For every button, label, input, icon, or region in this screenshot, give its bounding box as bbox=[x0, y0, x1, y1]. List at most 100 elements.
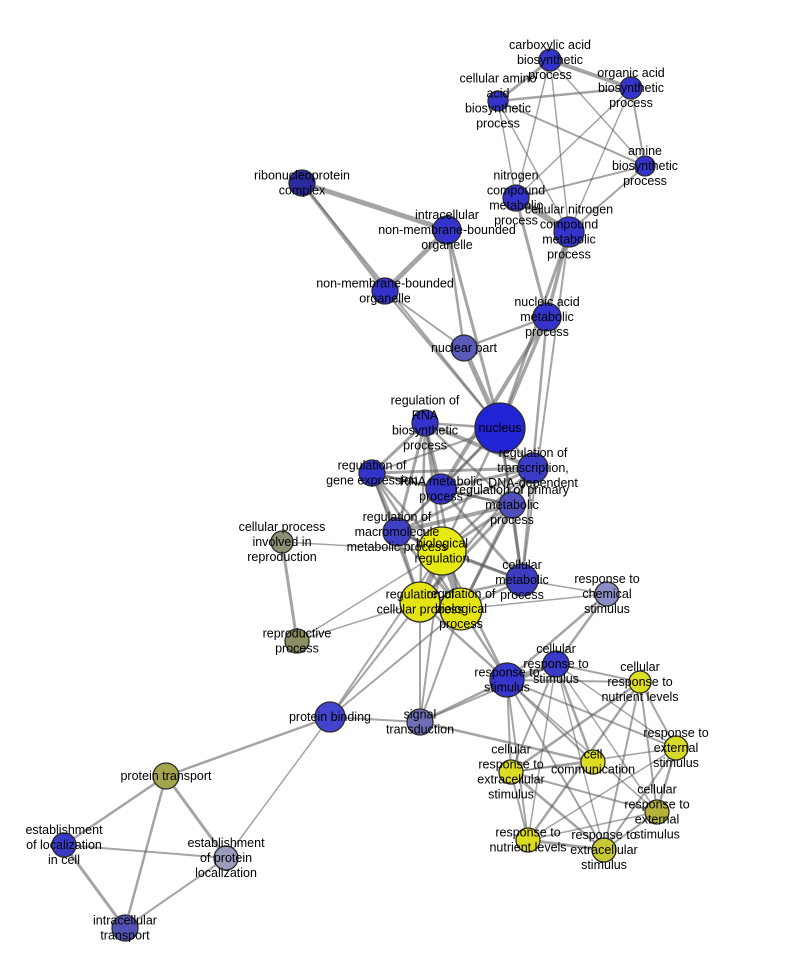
edge-pt--epl bbox=[164, 774, 228, 860]
node-np[interactable] bbox=[450, 334, 478, 362]
node-nam[interactable] bbox=[532, 302, 562, 332]
node-inmbo[interactable] bbox=[432, 215, 462, 245]
edge-oab--ncm bbox=[515, 87, 632, 199]
node-elc[interactable] bbox=[51, 832, 77, 858]
node-cab[interactable] bbox=[538, 48, 562, 72]
edge-crnl--cres_ex bbox=[639, 681, 658, 813]
edge-rnp--nuc bbox=[301, 182, 501, 429]
edge-crnl--cres_ec bbox=[509, 680, 642, 774]
edge-cpir--br bbox=[281, 541, 443, 552]
node-rmm[interactable] bbox=[382, 517, 412, 547]
node-it[interactable] bbox=[111, 914, 139, 942]
node-nuc[interactable] bbox=[474, 402, 526, 454]
edge-cres_ec--cres_ex bbox=[510, 771, 658, 813]
edge-elc--epl bbox=[63, 844, 227, 859]
edge-ncm--nam bbox=[514, 196, 549, 319]
node-rpm[interactable] bbox=[498, 491, 526, 519]
edge-rp--rcp bbox=[296, 601, 421, 642]
edge-nam--cm bbox=[520, 315, 549, 582]
edge-rp--br bbox=[296, 550, 443, 642]
edge-crs--crnl bbox=[555, 663, 641, 683]
node-rcp[interactable] bbox=[399, 581, 441, 623]
edge-caab--ab bbox=[497, 100, 646, 167]
edge-cncm--nuc bbox=[498, 230, 571, 430]
node-rm[interactable] bbox=[425, 473, 457, 505]
edge-cab--oab bbox=[548, 58, 633, 90]
node-cres_ex[interactable] bbox=[644, 799, 670, 825]
edge-rbp--pb bbox=[329, 608, 462, 718]
edge-cab--cncm bbox=[549, 59, 570, 233]
edge-ab--cncm bbox=[568, 165, 646, 233]
node-ab[interactable] bbox=[634, 155, 656, 177]
node-caab[interactable] bbox=[487, 90, 509, 112]
edge-rnl--cres_ex bbox=[527, 811, 658, 841]
node-rrb[interactable] bbox=[411, 409, 439, 437]
node-rnp[interactable] bbox=[288, 169, 316, 197]
node-cpir[interactable] bbox=[270, 530, 294, 554]
node-epl[interactable] bbox=[213, 845, 239, 871]
edge-st--cc bbox=[418, 720, 595, 764]
node-rcs[interactable] bbox=[594, 581, 620, 607]
edge-nam--rm bbox=[439, 315, 549, 491]
node-crs[interactable] bbox=[542, 650, 570, 678]
edge-rrb--rt bbox=[423, 421, 535, 470]
edge-elc--it bbox=[62, 843, 127, 930]
edge-rrb--rcp bbox=[418, 421, 427, 604]
edge-rt--rge bbox=[370, 466, 535, 475]
edge-inmbo--np bbox=[445, 228, 466, 350]
edge-rs--rnl bbox=[506, 679, 529, 841]
edge-crs--res bbox=[555, 663, 677, 749]
node-oab[interactable] bbox=[619, 76, 643, 100]
node-rge[interactable] bbox=[358, 459, 386, 487]
edge-crs--st bbox=[419, 663, 557, 723]
edge-pb--pt bbox=[164, 715, 332, 778]
edge-rs--rcs bbox=[505, 592, 609, 682]
node-pt[interactable] bbox=[152, 762, 180, 790]
node-rp[interactable] bbox=[284, 628, 310, 654]
edge-br--pb bbox=[329, 550, 443, 718]
node-st[interactable] bbox=[406, 708, 434, 736]
edge-epl--it bbox=[124, 857, 227, 929]
node-pb[interactable] bbox=[314, 701, 346, 733]
node-rnl[interactable] bbox=[515, 827, 541, 853]
edge-rt--rmm bbox=[395, 466, 535, 534]
node-br[interactable] bbox=[417, 526, 467, 576]
node-ncm[interactable] bbox=[502, 184, 530, 212]
edge-pb--epl bbox=[225, 716, 331, 859]
edge-cab--ncm bbox=[515, 59, 551, 199]
node-res[interactable] bbox=[663, 735, 689, 761]
edge-rpm--rmm bbox=[395, 503, 514, 534]
edge-rm--cm bbox=[439, 487, 524, 582]
node-nmbo[interactable] bbox=[371, 277, 399, 305]
edge-res--rnl bbox=[527, 747, 677, 841]
edge-br--st bbox=[419, 550, 443, 723]
node-rt[interactable] bbox=[517, 452, 549, 484]
edge-crs--rnl bbox=[527, 663, 557, 841]
edge-rcp--pb bbox=[329, 601, 421, 718]
edges-layer bbox=[62, 58, 678, 930]
node-crnl[interactable] bbox=[628, 670, 652, 694]
edge-rs--cres_ex bbox=[506, 679, 658, 813]
edge-ab--ncm bbox=[515, 165, 646, 199]
edge-inmbo--nuc bbox=[445, 228, 502, 430]
edge-rnl--recs bbox=[526, 838, 606, 852]
node-rs[interactable] bbox=[489, 662, 525, 698]
edge-rs--cc bbox=[506, 679, 594, 763]
node-rbp[interactable] bbox=[439, 587, 483, 631]
edge-cres_ec--cc bbox=[510, 761, 594, 773]
node-cncm[interactable] bbox=[553, 216, 585, 248]
node-recs[interactable] bbox=[591, 837, 617, 863]
node-cc[interactable] bbox=[580, 749, 606, 775]
edge-cab--ab bbox=[549, 59, 646, 167]
nodes-layer bbox=[51, 48, 689, 942]
node-cres_ec[interactable] bbox=[498, 759, 524, 785]
edge-rt--rm bbox=[439, 466, 535, 491]
edge-caab--ncm bbox=[497, 100, 517, 199]
edge-rnp--inmbo bbox=[299, 180, 450, 233]
node-cm[interactable] bbox=[505, 563, 539, 597]
edge-rrb--rpm bbox=[423, 421, 514, 507]
edge-oab--ab bbox=[630, 87, 646, 167]
